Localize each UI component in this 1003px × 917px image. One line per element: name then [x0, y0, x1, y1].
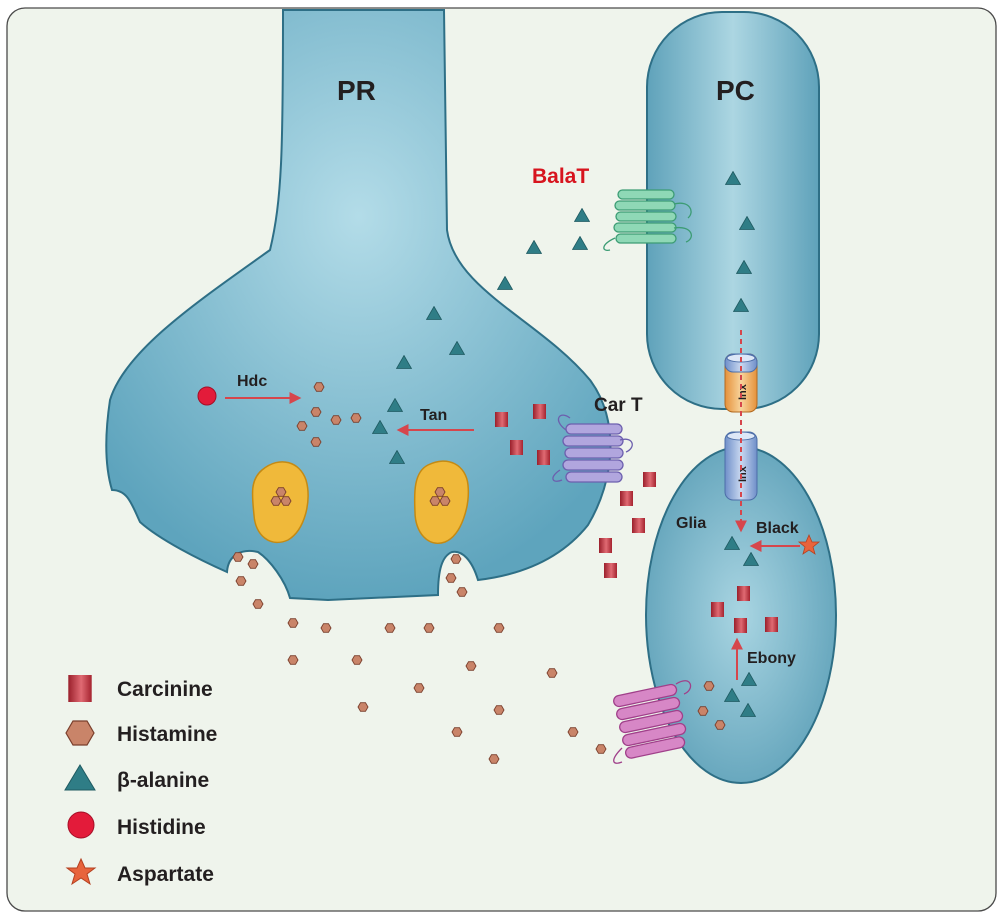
aspartate-molecule [797, 533, 821, 555]
carcinine-icon [68, 675, 92, 702]
synaptic-vesicle [413, 460, 470, 544]
svg-text:Histamine: Histamine [117, 723, 217, 746]
legend-item: Histamine [65, 720, 217, 746]
legend-item: Carcinine [68, 675, 213, 702]
legend-item: β-alanine [64, 764, 209, 792]
pr-label: PR [337, 75, 376, 106]
glia-label: Glia [676, 515, 706, 532]
legend: Carcinine Histamine β-alanine Histidine … [64, 675, 217, 886]
beta-alanine-icon [64, 764, 96, 791]
svg-text:Aspartate: Aspartate [117, 863, 214, 886]
svg-text:β-alanine: β-alanine [117, 769, 209, 792]
balat-transporter [603, 189, 692, 251]
histidine-icon [67, 811, 95, 839]
histidine-molecule [197, 386, 217, 406]
synaptic-vesicle [251, 461, 309, 544]
aspartate-icon [65, 857, 97, 886]
hdc-label: Hdc [237, 373, 267, 390]
black-label: Black [756, 520, 799, 537]
svg-text:Carcinine: Carcinine [117, 678, 213, 701]
inx-bottom-label: Inx [737, 465, 749, 482]
pc-cell [646, 11, 820, 410]
tan-label: Tan [420, 407, 447, 424]
svg-text:Histidine: Histidine [117, 816, 206, 839]
balat-label: BalaT [532, 165, 589, 188]
histamine-icon [65, 720, 95, 746]
car-t-label: Car T [594, 395, 643, 416]
legend-item: Aspartate [65, 857, 214, 886]
ebony-label: Ebony [747, 650, 796, 667]
glia-transporter [613, 680, 692, 764]
pc-label: PC [716, 75, 755, 106]
legend-item: Histidine [67, 811, 206, 839]
car-t-transporter [552, 414, 633, 483]
inx-top-label: Inx [737, 383, 749, 400]
